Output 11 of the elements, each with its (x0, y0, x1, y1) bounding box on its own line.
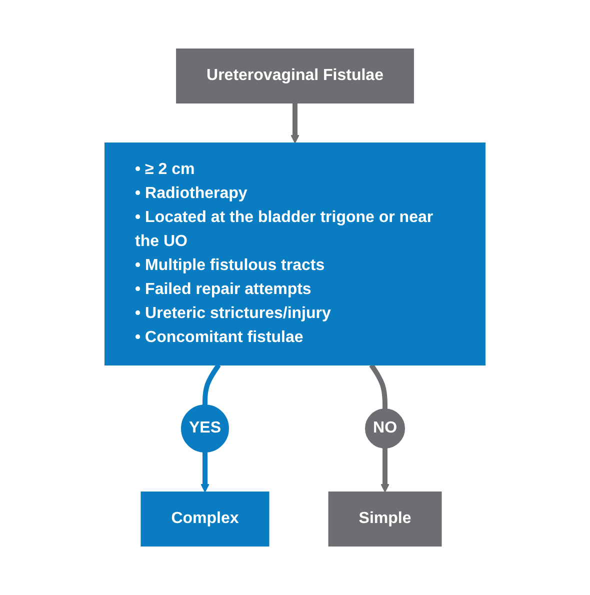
node-box: Ureterovaginal Fistulae (176, 48, 414, 104)
node-box: Complex (140, 492, 270, 546)
arrow (290, 102, 300, 144)
arrow (380, 448, 390, 492)
node-box: • ≥ 2 cm • Radiotherapy • Located at the bladder trigone or near the UO • Multiple fistulous tracts • Failed repair attempts • Ureteric strictures/injury • Concomitant fistulae (104, 142, 486, 366)
node-circle: YES (180, 404, 229, 452)
node-box: Simple (328, 492, 442, 546)
connector (369, 364, 388, 409)
arrow (200, 452, 210, 492)
connector (202, 364, 221, 405)
node-circle: NO (365, 408, 405, 448)
